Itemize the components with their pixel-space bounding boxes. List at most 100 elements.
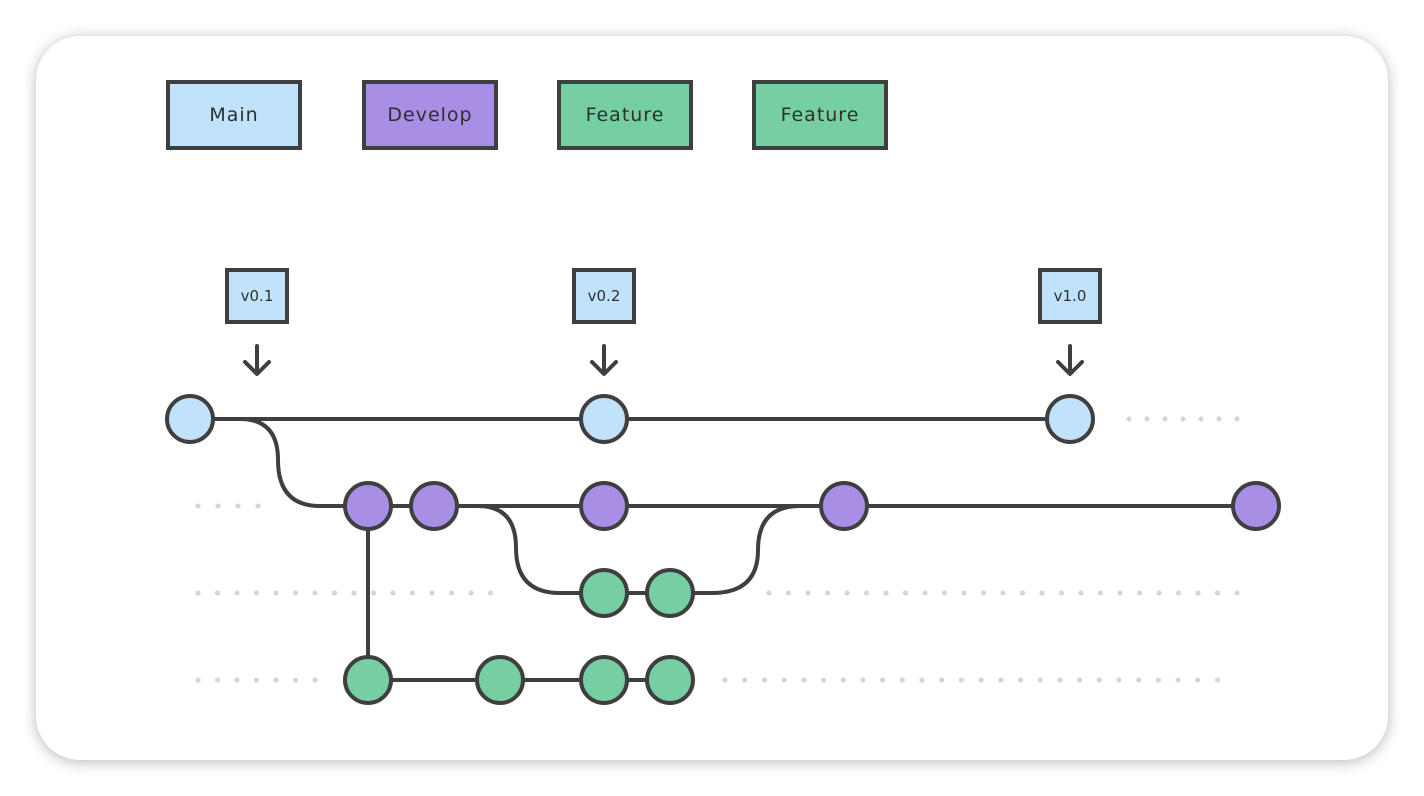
placeholder-dot <box>805 590 811 596</box>
feature-commit <box>579 568 629 618</box>
placeholder-dot <box>961 590 967 596</box>
placeholder-dot <box>766 590 772 596</box>
placeholder-dot <box>998 677 1004 683</box>
feature-commit <box>475 655 525 705</box>
feature-commit <box>343 655 393 705</box>
placeholder-dot <box>880 677 886 683</box>
placeholder-dot <box>1234 416 1240 422</box>
placeholder-dot <box>939 677 945 683</box>
placeholder-dot <box>448 590 455 596</box>
placeholder-dot <box>1144 416 1150 422</box>
feature-1-branch-curve <box>454 504 606 595</box>
placeholder-dot <box>235 503 241 509</box>
placeholder-dot <box>1214 677 1221 683</box>
placeholder-dot <box>1057 677 1063 683</box>
legend-main-label: Main <box>209 104 259 126</box>
placeholder-dot <box>1162 416 1168 422</box>
placeholder-dot <box>902 590 909 596</box>
placeholder-dot <box>312 590 318 596</box>
legend-feature-2: Feature <box>752 80 888 150</box>
placeholder-dot <box>1155 677 1161 683</box>
placeholder-dot <box>824 590 831 596</box>
develop-commit <box>579 481 629 531</box>
feature-commit <box>645 655 695 705</box>
tag-v1-0-label: v1.0 <box>1053 287 1087 305</box>
placeholder-dot <box>312 677 318 683</box>
placeholder-dot <box>409 590 416 596</box>
placeholder-dot <box>273 677 279 683</box>
placeholder-dot <box>1019 590 1026 596</box>
legend-feature-1: Feature <box>557 80 693 150</box>
develop-branch-out-curve <box>212 417 370 508</box>
placeholder-dot <box>1097 590 1104 596</box>
placeholder-dot <box>1216 416 1222 422</box>
main-commit <box>579 394 629 444</box>
placeholder-dot <box>722 677 728 683</box>
placeholder-dot <box>1078 590 1084 596</box>
tag-v0-1: v0.1 <box>225 268 289 324</box>
placeholder-dot <box>234 590 240 596</box>
legend-feature-1-label: Feature <box>585 104 665 126</box>
placeholder-dot <box>922 590 928 596</box>
placeholder-dot <box>292 590 299 596</box>
placeholder-dot <box>1175 590 1182 596</box>
legend-develop: Develop <box>362 80 498 150</box>
placeholder-dot <box>844 590 850 596</box>
placeholder-dot <box>1136 590 1143 596</box>
placeholder-dot <box>1117 590 1123 596</box>
placeholder-dot <box>860 677 866 683</box>
placeholder-dot <box>899 677 905 683</box>
placeholder-dot <box>1195 677 1201 683</box>
tag-v1-0: v1.0 <box>1038 268 1102 324</box>
placeholder-dot <box>468 590 474 596</box>
placeholder-dot <box>487 590 494 596</box>
placeholder-dot <box>1000 590 1006 596</box>
placeholder-dot <box>1037 677 1043 683</box>
develop-commit <box>819 481 869 531</box>
legend-main: Main <box>166 80 302 150</box>
placeholder-dot <box>234 677 240 683</box>
placeholder-dot <box>1198 416 1204 422</box>
diagram-card <box>36 36 1388 760</box>
placeholder-dot <box>1077 677 1083 683</box>
placeholder-dot <box>390 590 396 596</box>
placeholder-dot <box>958 677 965 683</box>
placeholder-dot <box>1136 677 1142 683</box>
placeholder-dot <box>351 590 357 596</box>
placeholder-dot <box>1126 416 1132 422</box>
placeholder-dot <box>1116 677 1122 683</box>
branch-placeholder-dots <box>195 416 1240 683</box>
placeholder-dot <box>253 677 260 683</box>
placeholder-dot <box>195 677 201 683</box>
placeholder-dot <box>215 503 221 509</box>
placeholder-dot <box>1156 590 1162 596</box>
develop-commit <box>409 481 459 531</box>
placeholder-dot <box>801 677 807 683</box>
tag-v0-1-label: v0.1 <box>240 287 274 305</box>
placeholder-dot <box>1096 677 1102 683</box>
develop-commit <box>1231 481 1281 531</box>
placeholder-dot <box>1017 677 1024 683</box>
placeholder-dot <box>429 590 435 596</box>
develop-commit <box>343 481 393 531</box>
placeholder-dot <box>1195 590 1201 596</box>
arrow-down-icon <box>243 344 271 376</box>
placeholder-dot <box>1175 677 1181 683</box>
main-commit <box>1045 394 1095 444</box>
placeholder-dot <box>195 503 201 509</box>
placeholder-dot <box>863 590 870 596</box>
arrow-down-icon <box>590 344 618 376</box>
placeholder-dot <box>820 677 827 683</box>
tag-v0-2-label: v0.2 <box>587 287 621 305</box>
placeholder-dot <box>980 590 987 596</box>
placeholder-dot <box>781 677 787 683</box>
placeholder-dot <box>370 590 377 596</box>
placeholder-dot <box>1214 590 1221 596</box>
placeholder-dot <box>331 590 338 596</box>
placeholder-dot <box>883 590 889 596</box>
feature-commit <box>645 568 695 618</box>
placeholder-dot <box>761 677 768 683</box>
placeholder-dot <box>253 590 260 596</box>
tag-v0-2: v0.2 <box>572 268 636 324</box>
